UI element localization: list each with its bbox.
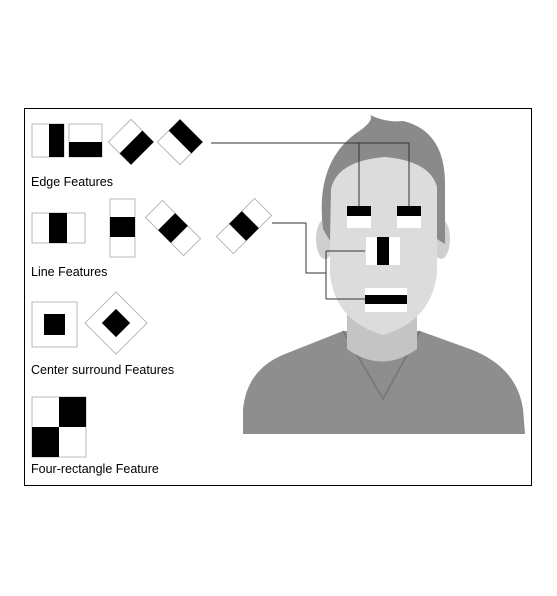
center-surround-features-label: Center surround Features [31, 363, 175, 377]
person-illustration [243, 115, 525, 434]
edge-features-label: Edge Features [31, 175, 113, 189]
line-features [31, 197, 273, 258]
four-rectangle-feature [31, 396, 87, 458]
mouth-feature [365, 288, 407, 312]
connector-lines [211, 142, 410, 300]
diagram-frame: Edge Features Line Features Center surro… [24, 108, 532, 486]
four-rectangle-feature-label: Four-rectangle Feature [31, 462, 159, 476]
line-features-label: Line Features [31, 265, 108, 279]
edge-to-eyes-line [211, 142, 410, 206]
line-feature-vertical [31, 212, 86, 244]
line-feature-diagonal-2 [215, 197, 273, 255]
edge-feature-diagonal-1 [107, 118, 155, 166]
line-feature-horizontal [109, 198, 136, 258]
line-feature-diagonal-1 [144, 199, 202, 257]
edge-feature-vertical [31, 123, 65, 158]
edge-feature-horizontal [68, 123, 103, 158]
nose-feature [366, 237, 400, 265]
edge-features [31, 118, 204, 166]
left-eye-feature [347, 206, 371, 228]
center-surround-features [31, 291, 148, 355]
edge-feature-diagonal-2 [156, 118, 204, 166]
hair [321, 115, 445, 244]
haar-features-diagram [31, 115, 525, 458]
center-surround-diamond [84, 291, 148, 355]
line-to-nose-mouth-line [272, 222, 326, 274]
center-surround-square [31, 301, 78, 348]
shirt [243, 331, 525, 434]
right-eye-feature [397, 206, 421, 228]
